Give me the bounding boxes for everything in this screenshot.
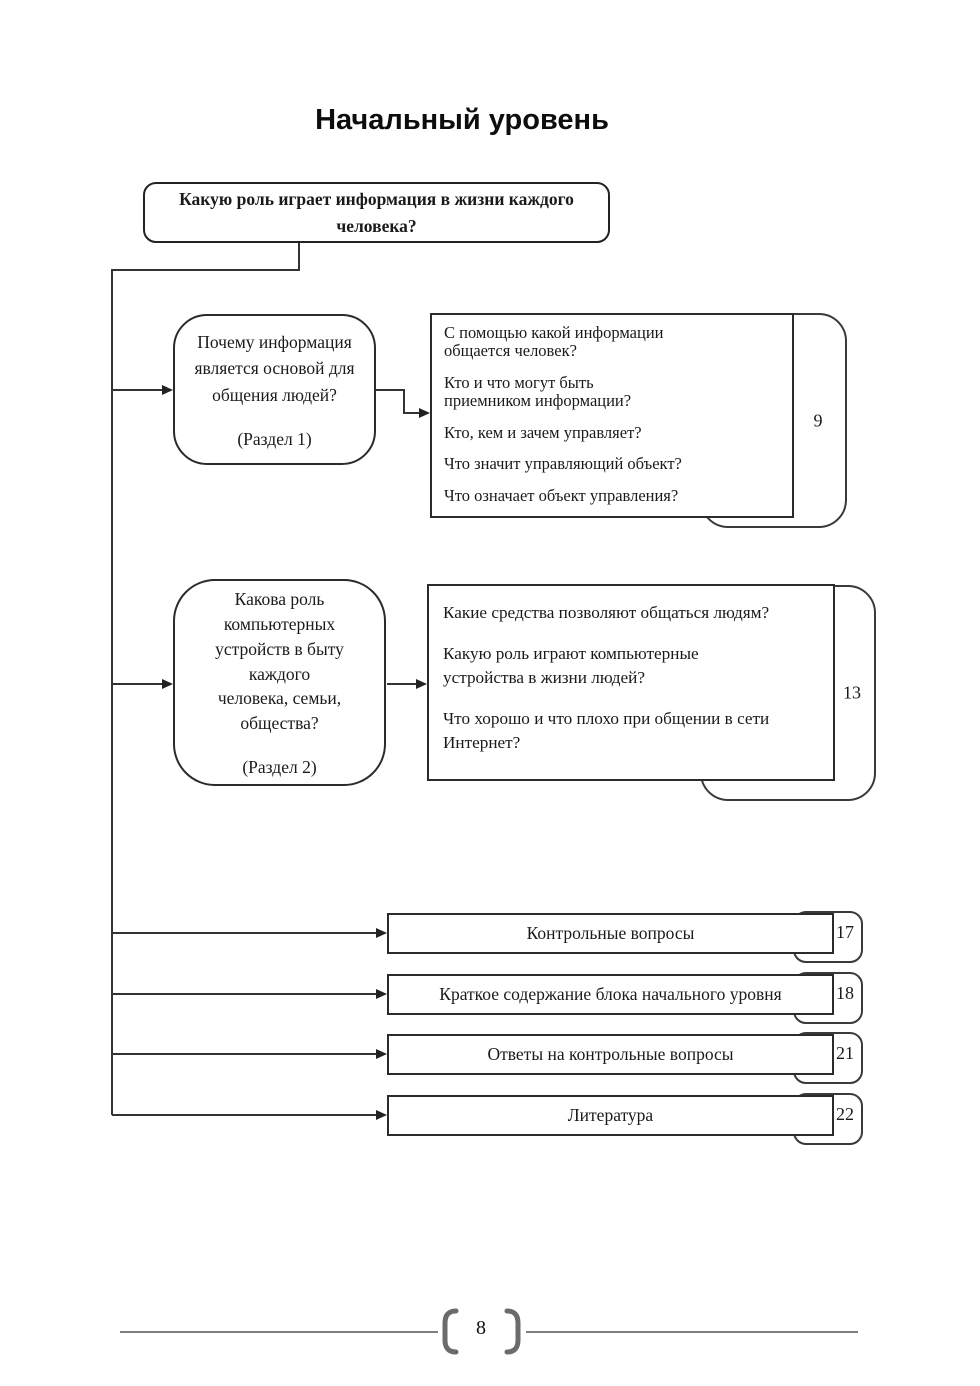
arrowhead-icon: [162, 385, 173, 395]
page-number: 8: [476, 1317, 486, 1339]
footer-ref-number-3: 21: [836, 1043, 854, 1063]
questions-box-2: Какие средства позволяют общаться людям?…: [427, 584, 835, 781]
topic-text-2: Какова роль компьютерных устройств в быт…: [215, 588, 344, 734]
arrowhead-icon: [376, 1049, 387, 1059]
topic-text-1: Почему информация является основой для о…: [194, 332, 355, 405]
footer-rule-right: [526, 1331, 858, 1333]
arrowhead-icon: [419, 408, 430, 418]
section-label-2: (Раздел 2): [242, 757, 317, 778]
topic-box-1: Почему информация является основой для о…: [173, 314, 376, 465]
arrowhead-icon: [162, 679, 173, 689]
footer-link-label-2: Краткое содержание блока начального уров…: [439, 984, 782, 1004]
footer-link-label-1: Контрольные вопросы: [526, 923, 695, 943]
topic-box-2: Какова роль компьютерных устройств в быт…: [173, 579, 386, 786]
connector-path-exit-1: [376, 389, 420, 414]
footer-rule-left: [120, 1331, 438, 1333]
question-text: Что значит управляющий объект?: [444, 454, 682, 474]
question-text: С помощью какой информации общается чело…: [444, 323, 664, 361]
footer-link-label-4: Литература: [567, 1105, 654, 1125]
connector-path-root-spine: [111, 243, 300, 1115]
footer-link-bar-1: Контрольные вопросы: [387, 913, 834, 954]
page-title: Начальный уровень: [315, 104, 609, 136]
arrowhead-icon: [376, 928, 387, 938]
arrowhead-icon: [416, 679, 427, 689]
footer-ref-number-1: 17: [836, 922, 854, 942]
root-question-text: Какую роль играет информация в жизни каж…: [179, 189, 574, 236]
footer-link-bar-4: Литература: [387, 1095, 834, 1136]
question-text: Кто и что могут быть приемником информац…: [444, 372, 632, 411]
footer-link-bar-2: Краткое содержание блока начального уров…: [387, 974, 834, 1015]
question-text: Кто, кем и зачем управляет?: [444, 422, 642, 442]
page-ref-number-2: 13: [843, 682, 861, 703]
footer-ref-number-4: 22: [836, 1104, 854, 1124]
footer-ref-number-2: 18: [836, 983, 854, 1003]
bracket-left-icon: [442, 1308, 459, 1355]
questions-box-1: С помощью какой информации общается чело…: [430, 313, 794, 518]
section-label-1: (Раздел 1): [237, 428, 312, 449]
footer-link-label-3: Ответы на контрольные вопросы: [487, 1044, 734, 1064]
arrowhead-icon: [376, 1110, 387, 1120]
root-question-box: Какую роль играет информация в жизни каж…: [143, 182, 610, 243]
footer-link-bar-3: Ответы на контрольные вопросы: [387, 1034, 834, 1075]
question-text: Какую роль играют компьютерные устройств…: [443, 644, 699, 688]
question-text: Что означает объект управления?: [444, 485, 679, 505]
question-text: Что хорошо и что плохо при общении в сет…: [443, 709, 770, 753]
bracket-right-icon: [504, 1308, 521, 1355]
question-text: Какие средства позволяют общаться людям?: [443, 603, 770, 622]
page-ref-number-1: 9: [813, 410, 823, 430]
arrowhead-icon: [376, 989, 387, 999]
